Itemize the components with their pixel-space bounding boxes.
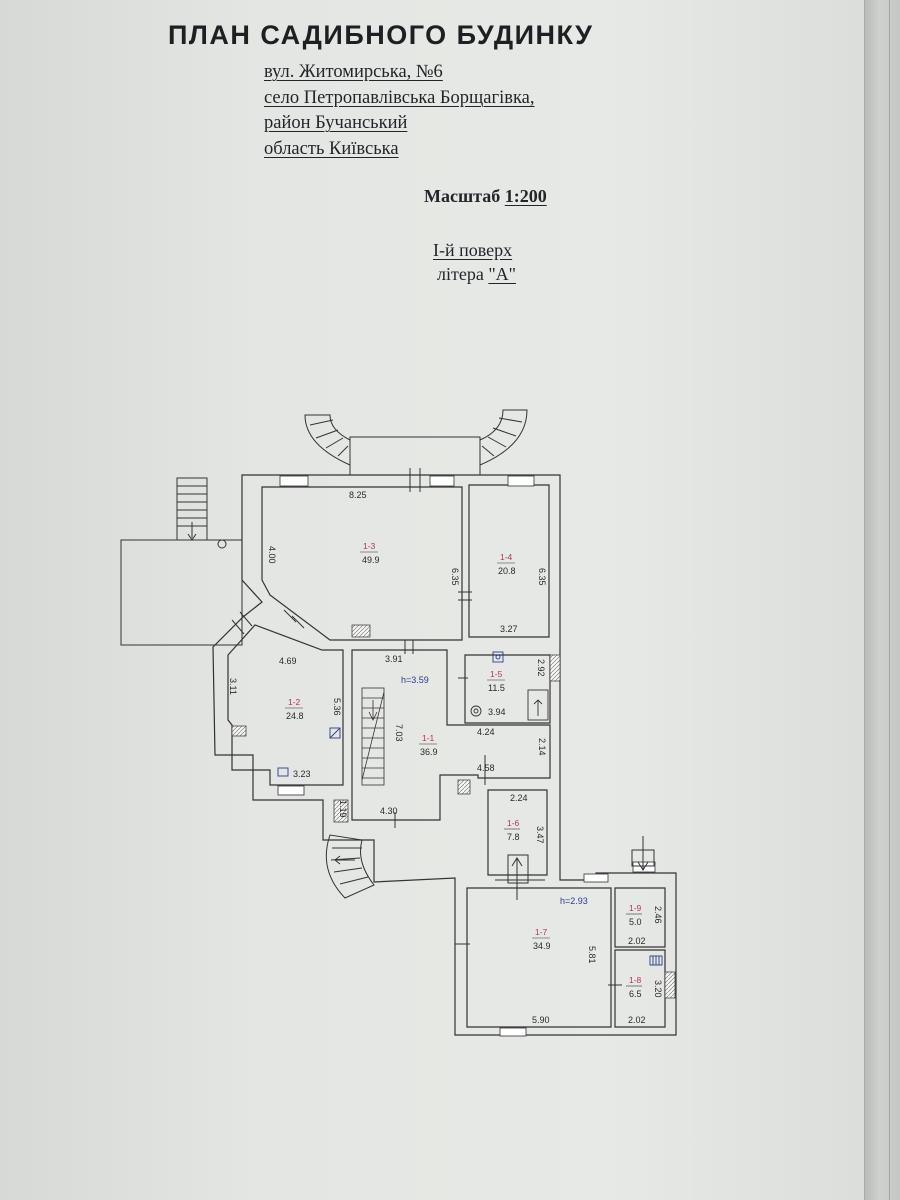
svg-text:1-5: 1-5: [490, 669, 503, 679]
floor-label: І-й поверх: [433, 240, 513, 260]
bathroom-fixtures: [470, 689, 549, 721]
room-labels: 1-3 49.9 1-4 20.8 1-5 11.5 1-2 24.8 1-1 …: [285, 541, 642, 999]
dim-r5-width: 3.94: [488, 707, 506, 717]
dim-r3-right: 6.35: [450, 568, 460, 586]
dim-r1-step: 1.19: [338, 800, 348, 818]
document-header: ПЛАН САДИБНОГО БУДИНКУ вул. Житомирська,…: [0, 0, 866, 300]
windows: [277, 475, 656, 1037]
dim-r1-right: 2.14: [537, 738, 547, 756]
svg-text:5.0: 5.0: [629, 917, 642, 927]
scale-label: Масштаб: [424, 186, 501, 206]
svg-text:1-9: 1-9: [629, 903, 642, 913]
address-region: область Київська: [264, 139, 399, 159]
svg-text:49.9: 49.9: [362, 555, 380, 565]
dim-r1-top: 3.91: [385, 654, 403, 664]
address-street: вул. Житомирська, №6: [264, 62, 443, 82]
fixtures: [277, 651, 663, 966]
dim-r7-width: 5.90: [532, 1015, 550, 1025]
dim-r4-height: 6.35: [537, 568, 547, 586]
room-1-3: 1-3 49.9: [360, 541, 380, 565]
dim-r6-height: 3.47: [535, 826, 545, 844]
svg-text:36.9: 36.9: [420, 747, 438, 757]
svg-text:1-2: 1-2: [288, 697, 301, 707]
paper-edge: [864, 0, 900, 1200]
litera-value: "А": [488, 264, 517, 284]
dim-r1-bottom: 4.30: [380, 806, 398, 816]
wall-hatching: [231, 624, 676, 999]
document-title: ПЛАН САДИБНОГО БУДИНКУ: [168, 20, 594, 50]
address-village: село Петропавлівська Борщагівка,: [264, 88, 535, 108]
svg-text:1-3: 1-3: [363, 541, 376, 551]
dim-r3-left: 4.00: [267, 546, 277, 564]
paper-sheet: [0, 0, 866, 1200]
dim-r8-width: 2.02: [628, 1015, 646, 1025]
dim-r1-lower: 4.58: [477, 763, 495, 773]
dim-r7-height: 5.81: [587, 946, 597, 964]
svg-text:1-6: 1-6: [507, 818, 520, 828]
svg-text:1-4: 1-4: [500, 552, 513, 562]
dim-r2-bottom: 3.23: [293, 769, 311, 779]
dim-r8-height: 3.20: [653, 980, 663, 998]
svg-text:1-1: 1-1: [422, 733, 435, 743]
dim-r9-height: 2.46: [653, 906, 663, 924]
dim-r1-height: 7.03: [394, 724, 404, 742]
room-1-7: 1-7 34.9: [532, 927, 551, 951]
room-1-6: 1-6 7.8: [504, 818, 520, 842]
rear-porch: [304, 409, 528, 476]
entry-arrows: [495, 836, 655, 900]
dim-r1-mid: 4.24: [477, 727, 495, 737]
dim-r4-width: 3.27: [500, 624, 518, 634]
svg-text:7.8: 7.8: [507, 832, 520, 842]
outer-walls: [212, 474, 677, 1036]
scale-value: 1:200: [504, 186, 547, 206]
litera: літера "А": [437, 264, 516, 285]
room-1-2: 1-2 24.8: [285, 697, 304, 721]
dim-r2-right: 5.36: [332, 698, 342, 716]
svg-text:6.5: 6.5: [629, 989, 642, 999]
dim-r2-top: 4.69: [279, 656, 297, 666]
room-1-9: 1-9 5.0: [626, 903, 642, 927]
dim-r2-left: 3.11: [228, 678, 238, 695]
interior-stair: [361, 687, 385, 786]
svg-text:24.8: 24.8: [286, 711, 304, 721]
room-1-5: 1-5 11.5: [487, 669, 505, 693]
dim-r6-width: 2.24: [510, 793, 528, 803]
scale: Масштаб 1:200: [424, 186, 547, 207]
svg-text:20.8: 20.8: [498, 566, 516, 576]
room-1-1: 1-1 36.9: [419, 733, 438, 757]
svg-text:1-7: 1-7: [535, 927, 548, 937]
height-annex: h=2.93: [560, 896, 588, 906]
door-marks: [231, 468, 622, 986]
room-1-4: 1-4 20.8: [497, 552, 516, 576]
dim-r3-width: 8.25: [349, 490, 367, 500]
litera-label: літера: [437, 264, 484, 284]
address-district: район Бучанський: [264, 113, 408, 133]
room-1-8: 1-8 6.5: [626, 975, 642, 999]
svg-text:1-8: 1-8: [629, 975, 642, 985]
svg-text:11.5: 11.5: [488, 683, 505, 693]
terrace: [120, 477, 243, 646]
dim-r9-width: 2.02: [628, 936, 646, 946]
svg-text:34.9: 34.9: [533, 941, 551, 951]
front-stairs: [325, 834, 375, 899]
dimension-labels: 8.25 4.00 6.35 6.35 3.27 4.69 3.11 5.36 …: [228, 490, 663, 1025]
ceiling-heights: h=3.59 h=2.93: [401, 675, 588, 906]
height-main: h=3.59: [401, 675, 429, 685]
dim-r5-height: 2.92: [536, 659, 546, 677]
